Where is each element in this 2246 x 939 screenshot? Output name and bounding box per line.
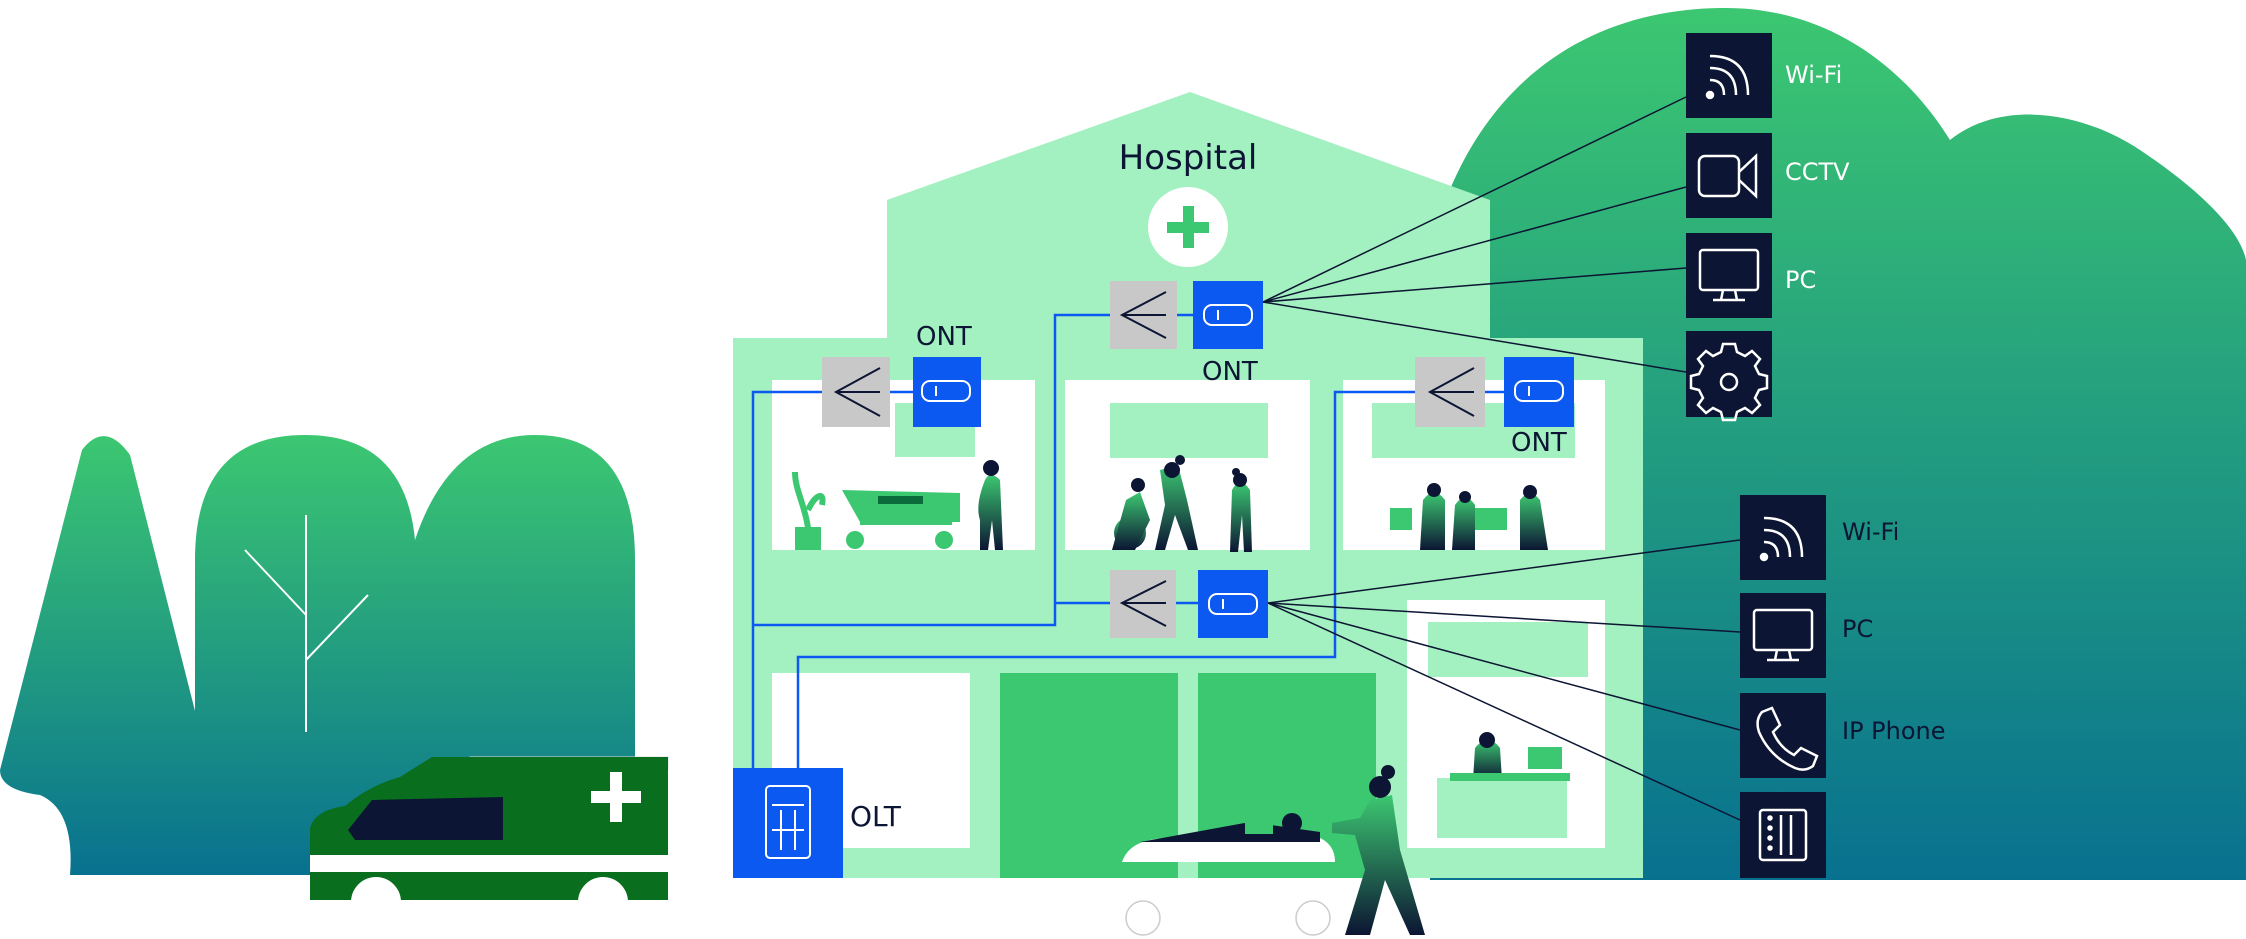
splitter-icon [1119, 580, 1167, 627]
device-label-phone-bottom: IP Phone [1842, 717, 1946, 745]
olt-label: OLT [850, 800, 902, 833]
splitter-middle [1110, 570, 1176, 638]
reception-scene [1450, 732, 1570, 781]
gear-icon [1689, 342, 1769, 422]
device-wifi-bottom [1740, 495, 1826, 580]
ont-middle [1198, 570, 1268, 638]
waiting-scene [1390, 483, 1548, 550]
device-pc-bottom [1740, 593, 1826, 678]
olt-icon [765, 785, 811, 859]
device-gear-top [1686, 331, 1772, 422]
splitter-icon [833, 367, 881, 417]
ont-label-right: ONT [1511, 428, 1567, 458]
ont-icon [921, 380, 971, 402]
splitter-icon [1119, 291, 1167, 339]
ont-right [1504, 357, 1574, 427]
device-label-wifi-top: Wi-Fi [1785, 61, 1842, 89]
device-cctv-top [1686, 133, 1772, 218]
pc-icon [1698, 248, 1760, 302]
splitter-left [822, 357, 890, 427]
ward-scene [792, 460, 1003, 550]
hospital-title: Hospital [1119, 138, 1258, 178]
ont-label-left: ONT [916, 322, 972, 352]
cctv-icon [1697, 153, 1758, 199]
device-phone-bottom [1740, 693, 1826, 778]
wifi-icon [1759, 516, 1804, 562]
device-label-pc-bottom: PC [1842, 615, 1873, 643]
fiber-connections [751, 313, 1504, 770]
ambulance [310, 756, 669, 927]
device-label-pc-top: PC [1785, 266, 1816, 294]
ont-icon [1203, 304, 1253, 326]
device-server-bottom [1740, 792, 1826, 878]
olt-device [733, 768, 843, 878]
server-icon [1758, 808, 1808, 862]
ont-icon [1208, 593, 1258, 615]
splitter-top [1110, 281, 1177, 349]
splitter-right [1415, 357, 1485, 427]
ont-icon [1514, 380, 1564, 402]
device-connections [1262, 96, 1741, 821]
rehab-scene [1112, 455, 1252, 552]
device-label-wifi-bottom: Wi-Fi [1842, 518, 1899, 546]
stretcher-with-nurse [1122, 765, 1425, 936]
tree-branch-lines [244, 515, 369, 732]
ont-top [1193, 281, 1263, 349]
ont-left [913, 357, 981, 427]
device-label-cctv-top: CCTV [1785, 158, 1850, 186]
device-pc-top [1686, 233, 1772, 318]
cross-icon [1148, 187, 1228, 267]
device-wifi-top [1686, 33, 1772, 118]
wifi-icon [1705, 54, 1750, 100]
ont-label-top: ONT [1202, 357, 1258, 387]
reception-desk [1437, 778, 1567, 838]
splitter-icon [1427, 367, 1475, 417]
phone-icon [1756, 706, 1819, 771]
pc-icon [1752, 608, 1814, 662]
